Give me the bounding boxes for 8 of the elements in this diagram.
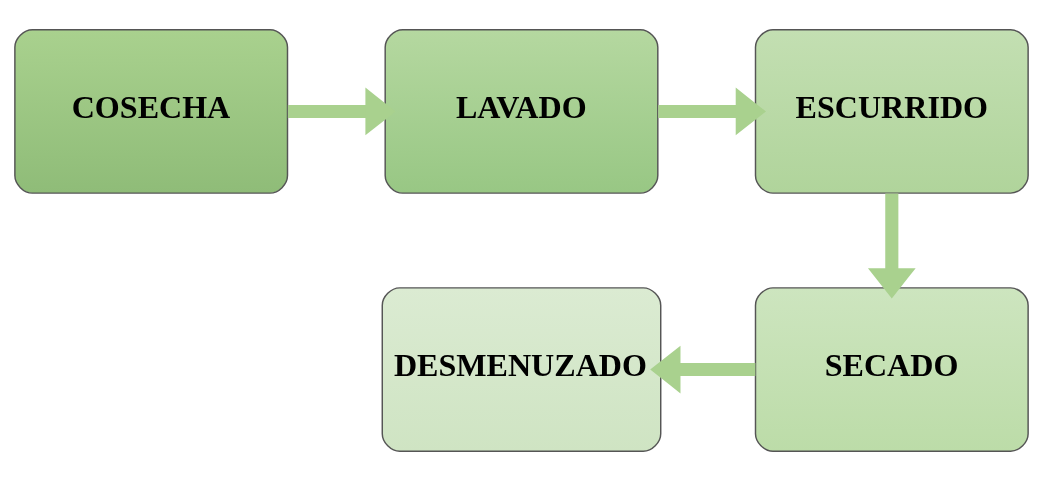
node-box: SECADO	[754, 287, 1029, 452]
node-box: DESMENUZADO	[381, 287, 662, 452]
arrow	[658, 87, 766, 136]
node-box: ESCURRIDO	[754, 29, 1029, 194]
arrow	[650, 345, 756, 394]
node-box: LAVADO	[384, 29, 659, 194]
arrow	[867, 193, 916, 299]
node-box: COSECHA	[14, 29, 289, 194]
